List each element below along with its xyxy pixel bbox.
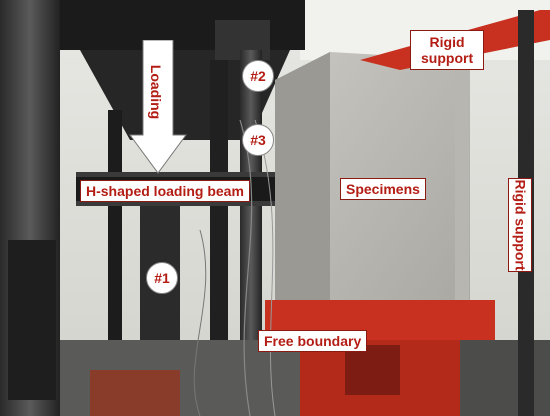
loading-arrow-icon (129, 40, 187, 174)
rigid-support-top-label: Rigid support (410, 30, 485, 70)
rigid-support-right-label: Rigid support (508, 178, 532, 272)
specimens-label: Specimens (340, 178, 426, 200)
free-boundary-label: Free boundary (258, 330, 368, 352)
gauge-1-marker: #1 (146, 262, 178, 294)
h-shaped-loading-beam-label: H-shaped loading beam (80, 180, 250, 202)
rigid-support-right-text: Rigid support (512, 179, 528, 271)
gauge-3-marker: #3 (242, 124, 274, 156)
loading-label: Loading (148, 64, 164, 120)
gauge-2-marker: #2 (242, 60, 274, 92)
